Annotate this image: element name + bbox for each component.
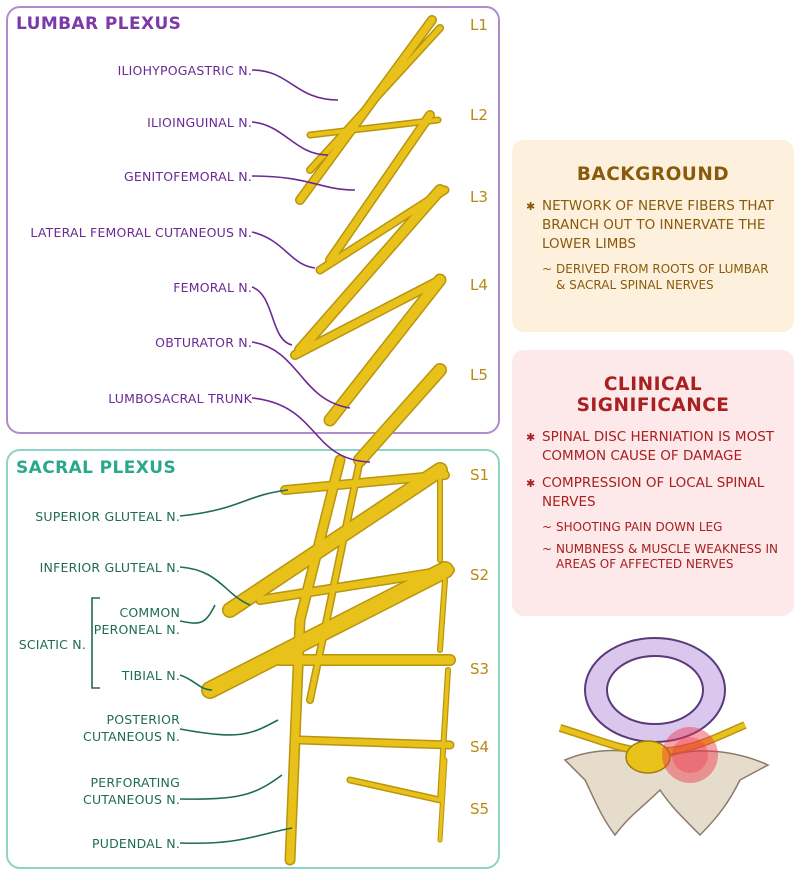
- label-ilioinguinal: Ilioinguinal n.: [147, 115, 252, 130]
- label-iliohypogastric: Iliohypogastric n.: [117, 63, 252, 78]
- label-perforating-cutaneous: Cutaneous n.: [83, 792, 180, 807]
- clinical-bullet-1: Spinal disc herniation is most common ca…: [526, 428, 780, 466]
- background-sub: Derived from roots of lumbar & sacral sp…: [526, 262, 780, 293]
- label-femoral: Femoral n.: [173, 280, 252, 295]
- level-l1: L1: [470, 16, 488, 34]
- label-peroneal: Peroneal n.: [93, 622, 180, 637]
- level-l5: L5: [470, 366, 488, 384]
- level-s3: S3: [470, 660, 490, 678]
- level-l4: L4: [470, 276, 488, 294]
- herniated-disc-illustration: [558, 637, 770, 837]
- level-l2: L2: [470, 106, 488, 124]
- label-genitofemoral: Genitofemoral n.: [124, 169, 252, 184]
- lumbar-plexus-panel: [6, 6, 500, 434]
- label-tibial: Tibial n.: [121, 668, 180, 683]
- level-s4: S4: [470, 738, 490, 756]
- label-posterior: Posterior: [106, 712, 180, 727]
- background-bullet: Network of nerve fibers that branch out …: [526, 197, 780, 254]
- clinical-significance-box: Clinical Significance Spinal disc hernia…: [512, 350, 794, 616]
- sacral-plexus-title: Sacral Plexus: [12, 458, 181, 478]
- level-l3: L3: [470, 188, 488, 206]
- label-common: Common: [119, 605, 180, 620]
- clinical-sub-2: Numbness & muscle weakness in areas of a…: [526, 542, 780, 573]
- label-obturator: Obturator n.: [155, 335, 252, 350]
- label-superior-gluteal: Superior Gluteal n.: [35, 509, 180, 524]
- label-inferior-gluteal: Inferior Gluteal n.: [39, 560, 180, 575]
- label-lateral-femoral-cutaneous: Lateral Femoral Cutaneous n.: [30, 225, 252, 240]
- clinical-bullet-2: Compression of local spinal nerves: [526, 474, 780, 512]
- level-s2: S2: [470, 566, 490, 584]
- label-lumbosacral-trunk: Lumbosacral Trunk: [108, 391, 252, 406]
- label-sciatic: Sciatic n.: [18, 637, 86, 652]
- label-pudendal: Pudendal n.: [92, 836, 180, 851]
- background-box: Background Network of nerve fibers that …: [512, 140, 794, 332]
- background-title: Background: [576, 164, 730, 185]
- level-s5: S5: [470, 800, 490, 818]
- label-perforating: Perforating: [90, 775, 180, 790]
- level-s1: S1: [470, 466, 490, 484]
- clinical-title: Clinical Significance: [576, 374, 730, 416]
- lumbar-plexus-title: Lumbar Plexus: [12, 14, 186, 34]
- label-posterior-cutaneous: Cutaneous n.: [83, 729, 180, 744]
- clinical-sub-1: Shooting pain down leg: [526, 520, 780, 536]
